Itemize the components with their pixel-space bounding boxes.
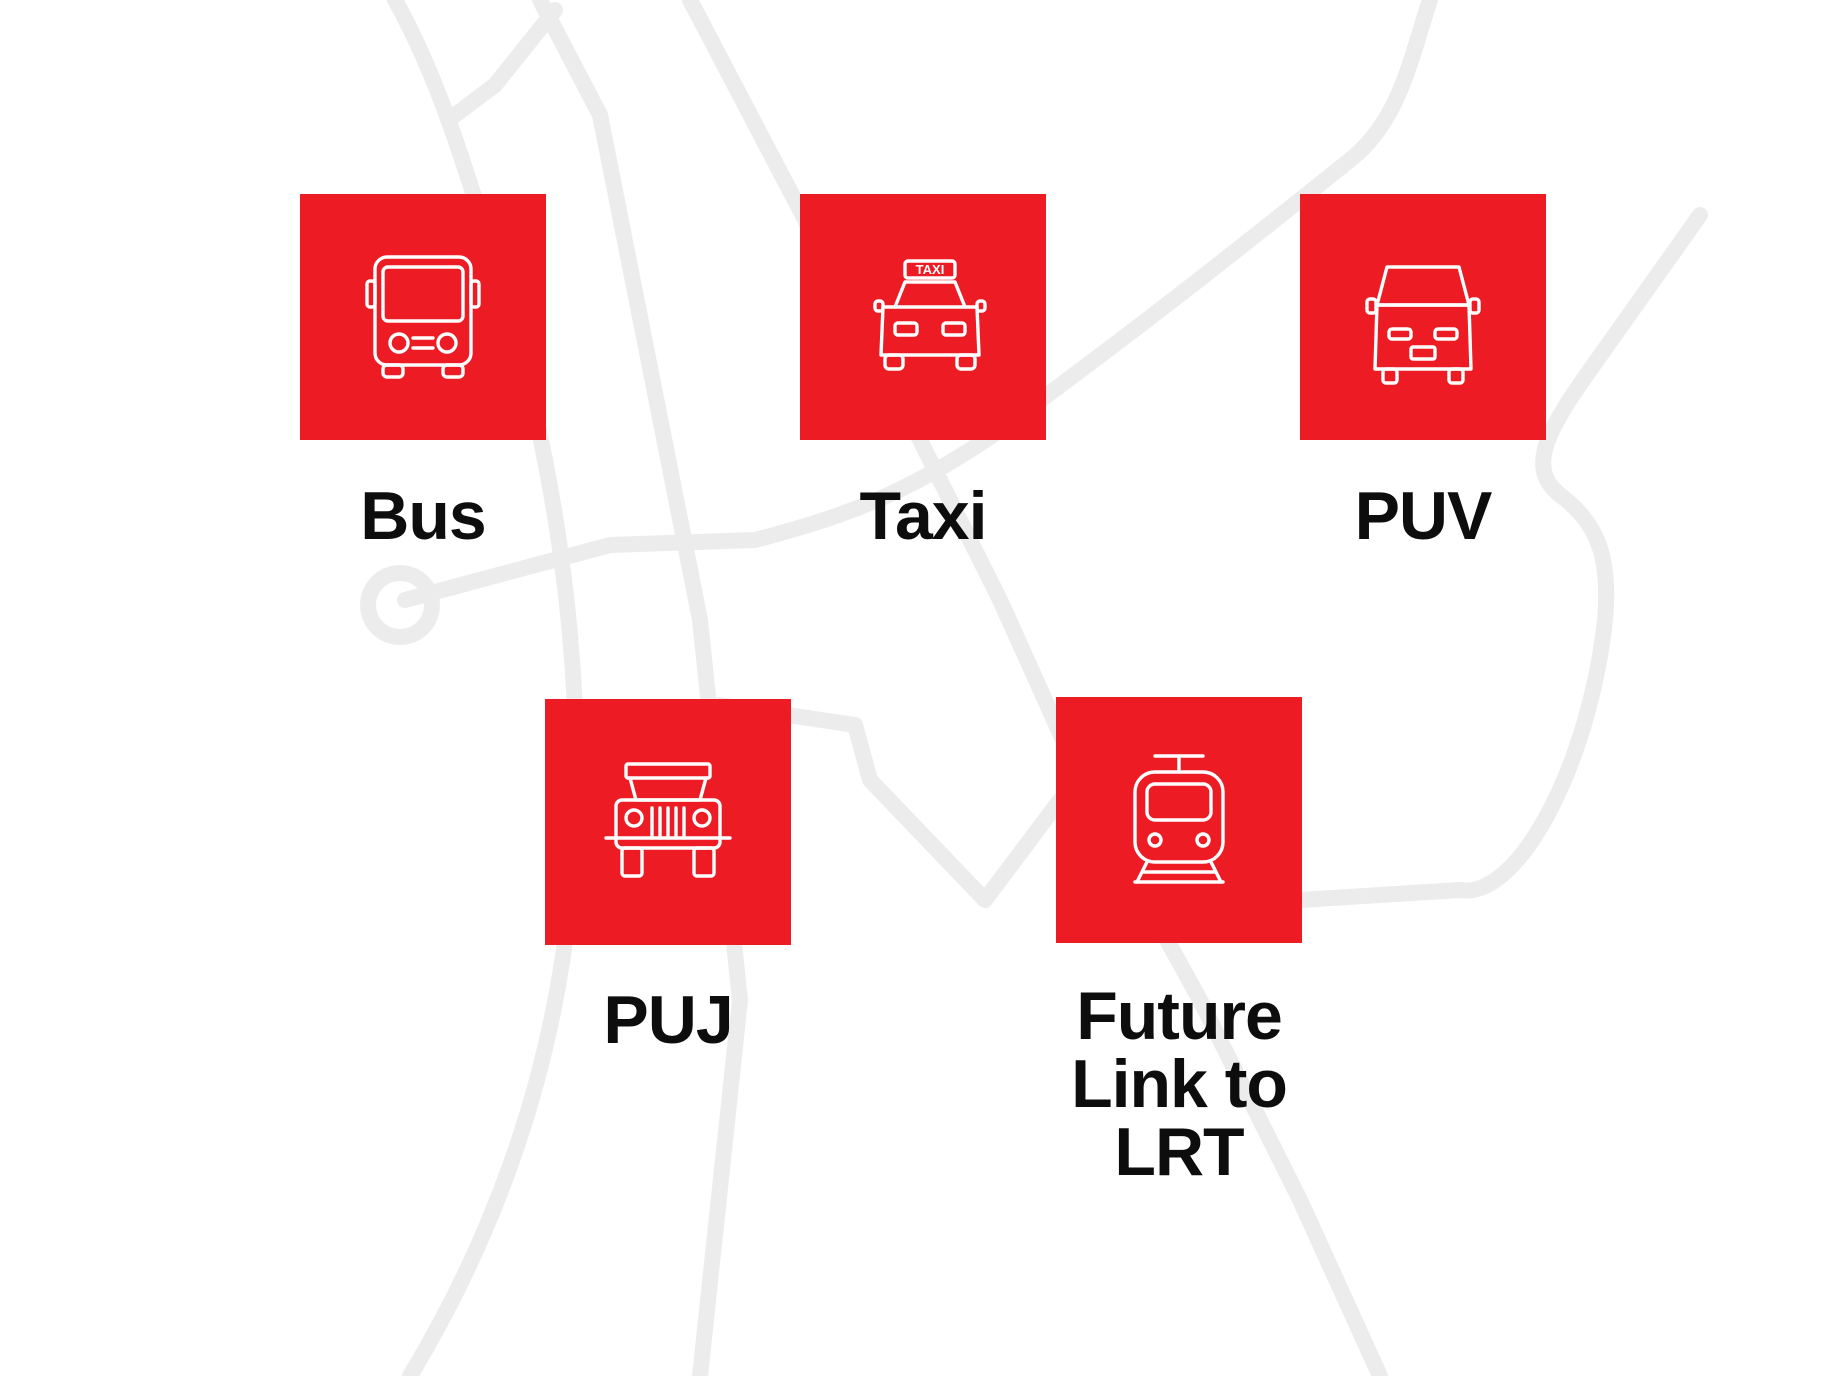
puv-tile [1300, 194, 1546, 440]
taxi-sign-text: TAXI [916, 262, 945, 277]
train-icon [1133, 754, 1225, 884]
taxi-icon: TAXI [873, 259, 987, 371]
mode-label-bus: Bus [360, 478, 486, 554]
puj-tile [545, 699, 791, 945]
jeepney-icon [604, 762, 732, 878]
van-icon [1365, 265, 1481, 385]
mode-label-taxi: Taxi [859, 478, 987, 554]
bus-icon [365, 255, 481, 379]
mode-label-puv: PUV [1354, 478, 1493, 554]
lrt-tile [1056, 697, 1302, 943]
mode-label-puj: PUJ [603, 982, 733, 1058]
taxi-tile: TAXI [800, 194, 1046, 440]
bus-tile [300, 194, 546, 440]
mode-label-lrt: Future Link to LRT [1071, 978, 1288, 1190]
